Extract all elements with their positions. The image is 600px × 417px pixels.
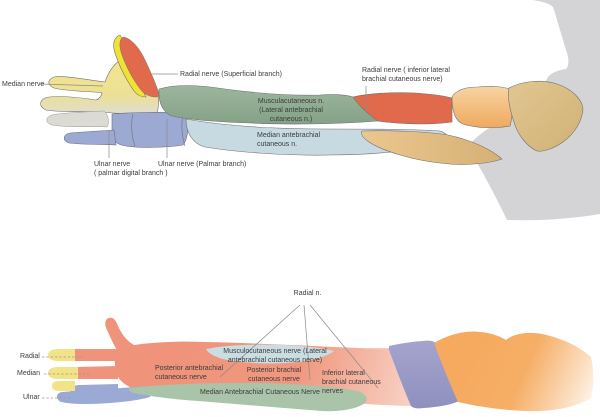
ulnar-palmar-digital-label: Ulnar nerve ( palmar digital branch ) bbox=[94, 161, 168, 177]
upper-arm-band-region bbox=[451, 86, 513, 129]
radial-superficial-label: Radial nerve (Superficial branch) bbox=[180, 71, 282, 78]
dorsal-fingertip-radial bbox=[48, 349, 75, 361]
radial-finger-label: Radial bbox=[20, 353, 40, 360]
ulnar-branch-boundary-line bbox=[131, 113, 136, 147]
median-antebrachial-label-dorsal: Median Antebrachial Cutaneous Nerve bbox=[200, 389, 320, 396]
median-antebrachial-label-palmar: Median antebrachial cutaneous n. bbox=[257, 132, 321, 148]
ulnar-finger-label: Ulnar bbox=[23, 394, 40, 401]
ulnar-nerve-region-palm bbox=[111, 112, 189, 148]
palmar-leader-lines bbox=[39, 73, 367, 158]
musculocutaneous-label-dorsal: Musculocutaneous nerve (Lateral antebrac… bbox=[223, 348, 327, 364]
musculocutaneous-label-palmar: Musculacutaneous n. (Lateral antebrachia… bbox=[257, 98, 325, 123]
dorsal-upper-arm-region bbox=[434, 331, 594, 412]
dorsal-median-antebrachial-region bbox=[128, 383, 367, 412]
dorsal-view-diagram bbox=[42, 304, 594, 412]
transition-finger-region bbox=[46, 110, 109, 128]
median-nerve-label: Median nerve bbox=[2, 81, 45, 88]
radial-inferior-lateral-region bbox=[352, 92, 453, 125]
radial-superficial-region-thumb bbox=[119, 36, 160, 98]
ulnar-palmar-label: Ulnar nerve (Palmar branch) bbox=[158, 161, 247, 168]
dorsal-finger-1 bbox=[62, 349, 118, 361]
dorsal-leader-lines bbox=[42, 304, 379, 399]
medial-arm-crescent-region bbox=[361, 130, 503, 165]
median-finger-label: Median bbox=[17, 370, 40, 377]
dorsal-musculocutaneous-region bbox=[206, 344, 334, 364]
radial-n-leader-line-left bbox=[219, 304, 301, 378]
dorsal-finger-2 bbox=[65, 366, 118, 379]
dorsal-purple-band-region bbox=[389, 340, 461, 409]
posterior-brachial-label: Posterior brachial cutaneous nerve bbox=[246, 367, 302, 383]
radial-inferior-lateral-label: Radial nerve ( inferior lateral brachial… bbox=[362, 67, 450, 83]
dorsal-fingertip-median-1 bbox=[48, 367, 78, 379]
dorsal-ulnar-finger3-body bbox=[70, 384, 118, 396]
ulnar-pinky-finger bbox=[63, 129, 117, 146]
radial-n-label: Radial n. bbox=[293, 290, 322, 297]
posterior-antebrachial-label: Posterior antebrachial cutaneous nerve bbox=[155, 365, 224, 381]
median-nerve-leader-line bbox=[39, 83, 104, 87]
shoulder-lobe-region bbox=[508, 80, 584, 152]
radial-n-leader-line-right bbox=[309, 304, 379, 389]
palmar-view-diagram bbox=[39, 0, 600, 221]
dorsal-fingertip-median-2 bbox=[52, 381, 75, 391]
inferior-lateral-label: Inferior lateral brachial cutaneous nerv… bbox=[322, 370, 381, 395]
radial-n-leader-line-middle bbox=[303, 304, 311, 381]
